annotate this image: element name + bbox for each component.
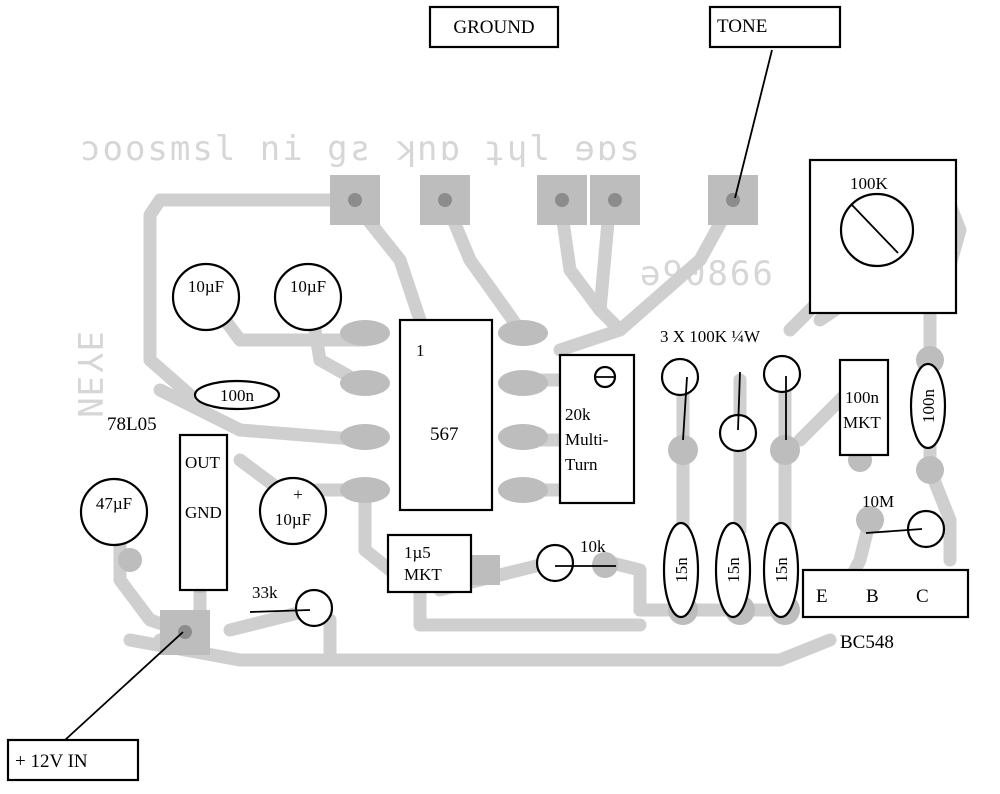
capacitor-100n-right-label: 100n (919, 389, 938, 424)
capacitor-15n-3: 15n (762, 521, 800, 619)
resistor-10k-label: 10k (580, 537, 606, 556)
resistor-group-label: 3 X 100K ¼W (660, 327, 761, 346)
capacitor-15n-1-label: 15n (672, 557, 691, 583)
capacitor-10uf-polarized-label: 10µF (275, 510, 311, 529)
ground-label-box: GROUND (428, 5, 560, 49)
tone-label-box: TONE (708, 5, 842, 199)
regulator-78l05: OUT GND (178, 433, 229, 592)
transistor-name-label: BC548 (840, 632, 894, 653)
capacitor-15n-2-label: 15n (724, 557, 743, 583)
capacitor-15n-2: 15n (714, 521, 752, 619)
ghost-silkscreen-top: ɔoosmsl ni gƨ ʞnɒ ʇɥl ɘɒs (80, 129, 642, 169)
trimmer-20k-multiturn: 20k Multi- Turn (558, 353, 636, 505)
pin-c-label: C (916, 586, 929, 607)
regulator-out-label: OUT (185, 453, 221, 472)
capacitor-plus-sign: + (293, 485, 303, 504)
capacitor-10uf-2-label: 10µF (290, 277, 326, 296)
trimmer-label-2: Multi- (565, 430, 609, 449)
capacitor-100n-mkt: 100n MKT (838, 358, 890, 457)
regulator-name-label: 78L05 (107, 414, 157, 435)
capacitor-10uf-1: 10µF (171, 262, 241, 332)
capacitor-1u5-label-1: 1µ5 (404, 543, 431, 562)
resistor-33k: 33k (249, 583, 334, 628)
capacitor-1u5-label-2: MKT (404, 565, 442, 584)
ic-pin1-label: 1 (416, 341, 425, 360)
resistor-100k-2 (718, 371, 758, 453)
potentiometer-100k: 100K (808, 158, 958, 315)
tone-leader-line (734, 49, 773, 199)
capacitor-100n-mkt-label-1: 100n (845, 388, 880, 407)
trimmer-label-1: 20k (565, 405, 591, 424)
pot-wiper-line (851, 204, 899, 254)
capacitor-100n-left: 100n (193, 379, 281, 411)
resistor-10m: 10M (862, 492, 946, 549)
power-input-label: + 12V IN (15, 751, 88, 772)
capacitor-100n-mkt-label-2: MKT (843, 413, 881, 432)
transistor-pinout: E B C (801, 568, 970, 619)
capacitor-15n-1: 15n (662, 521, 700, 619)
tone-label: TONE (717, 16, 767, 37)
resistor-100k-1 (660, 357, 700, 441)
capacitor-47uf-label: 47µF (96, 494, 132, 513)
power-input-label-box: + 12V IN (6, 631, 184, 782)
trimmer-label-3: Turn (565, 455, 598, 474)
ghost-silkscreen-side: ƎYƎN (69, 330, 109, 420)
ic-567: 1 567 (398, 318, 494, 512)
pot-value-label: 100K (850, 174, 889, 193)
power-leader-line (64, 631, 184, 741)
resistor-10m-label: 10M (862, 492, 894, 511)
capacitor-15n-3-label: 15n (772, 557, 791, 583)
capacitor-1u5-mkt: 1µ5 MKT (386, 533, 473, 594)
capacitor-100n-left-label: 100n (220, 386, 255, 405)
resistor-33k-label: 33k (252, 583, 278, 602)
pin-e-label: E (816, 586, 828, 607)
resistor-10k: 10k (535, 537, 616, 583)
regulator-gnd-label: GND (185, 503, 222, 522)
capacitor-10uf-2: 10µF (273, 262, 343, 332)
ground-label: GROUND (453, 17, 534, 38)
capacitor-10uf-polarized: + 10µF (258, 476, 328, 546)
resistor-100k-3 (762, 354, 802, 440)
capacitor-47uf: 47µF (79, 477, 149, 547)
capacitor-10uf-1-label: 10µF (188, 277, 224, 296)
pin-b-label: B (866, 586, 879, 607)
capacitor-100n-right: 100n (909, 362, 947, 450)
ic-name-label: 567 (430, 424, 459, 445)
